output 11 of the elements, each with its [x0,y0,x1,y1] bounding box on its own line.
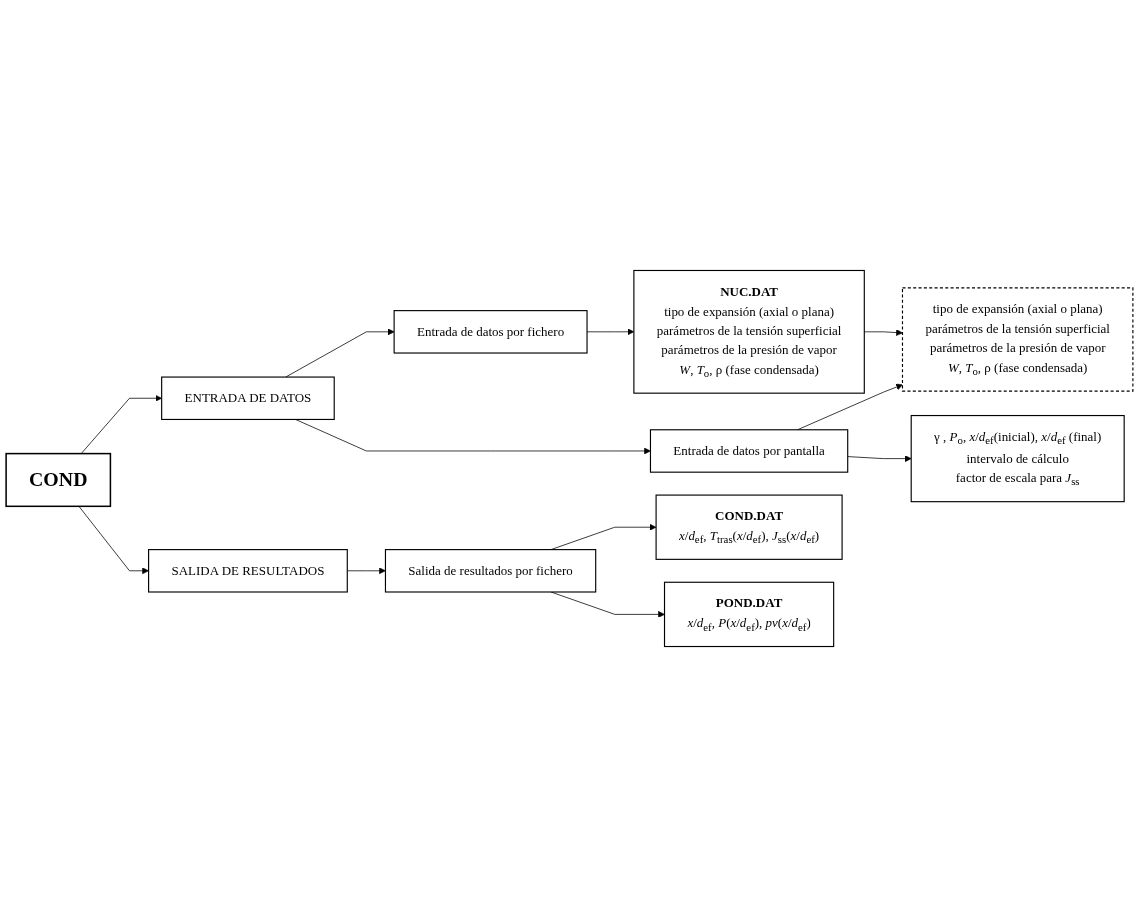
node-box: COND.DAT x/d$_{ef}$, T$_{tras}$(x/d$_{ef}$), J$_{ss}$(x/d$_{ef}$) [655,494,843,560]
node-box: ENTRADA DE DATOS [161,376,335,421]
node-box: Salida de resultados por fichero [384,549,597,593]
node-box: Entrada de datos por fichero [393,310,588,354]
node-box: γ , P$_{o}$, x/d$_{ef}$(inicial), x/d$_{ef}$ (final) intervalo de cálculo factor de escala para J$_{ss}$ [910,414,1125,503]
node-box: NUC.DAT tipo de expansión (axial o plana) parámetros de la tensión superficial parámetros de la presión de vapor W, T$_{o}$, ρ (fase condensada) [633,269,865,394]
node-box: COND [5,452,112,508]
node-box: tipo de expansión (axial o plana) parámetros de la tensión superficial parámetros de la presión de vapor W, T$_{o}$, ρ (fase condensada) [901,287,1134,392]
node-box: Entrada de datos por pantalla [649,429,849,473]
node-box: POND.DAT x/d$_{ef}$, P(x/d$_{ef}$), pv(x/d$_{ef}$) [663,581,835,648]
node-box: SALIDA DE RESULTADOS [148,549,348,593]
